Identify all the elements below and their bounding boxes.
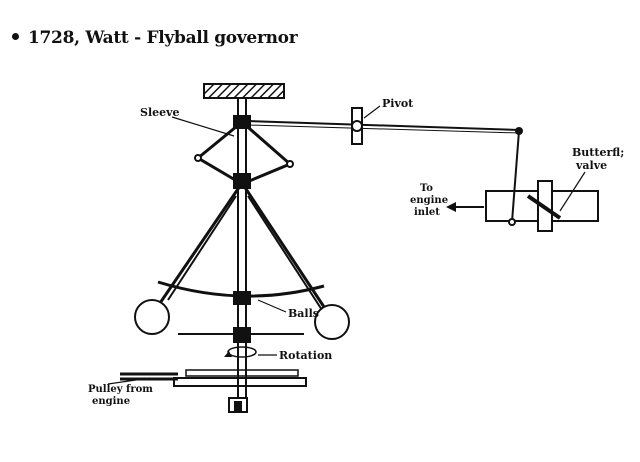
heading-text: 1728, Watt - Flyball governor bbox=[28, 28, 298, 48]
engine-inlet-label-1: To bbox=[420, 183, 433, 194]
pulley-label-2: engine bbox=[92, 396, 130, 407]
sleeve-label: Sleeve bbox=[140, 106, 180, 119]
pulley-wheel bbox=[173, 377, 307, 387]
pulley-label-1: Pulley from bbox=[88, 384, 153, 395]
left-ball-arm bbox=[156, 185, 242, 307]
lever-arm bbox=[247, 120, 520, 131]
right-ball-arm bbox=[242, 185, 332, 317]
rotation-arrow-icon bbox=[227, 346, 257, 358]
base-bearing bbox=[228, 397, 248, 413]
pivot-icon bbox=[351, 120, 363, 132]
butterfly-valve-icon bbox=[526, 194, 562, 220]
left-ball bbox=[134, 299, 170, 335]
pivot-label: Pivot bbox=[382, 97, 414, 110]
rotation-label: Rotation bbox=[279, 349, 332, 362]
top-mount bbox=[203, 83, 285, 99]
page-heading: 1728, Watt - Flyball governor bbox=[12, 28, 298, 48]
right-ball bbox=[314, 304, 350, 340]
butterfly-valve-label-2: valve bbox=[575, 159, 607, 172]
bullet-icon bbox=[12, 33, 19, 40]
engine-inlet-label-3: inlet bbox=[414, 207, 440, 218]
pulley-top bbox=[185, 369, 299, 377]
butterfly-valve-label-1: Butterfl; bbox=[572, 146, 624, 159]
valve-rod bbox=[511, 130, 520, 223]
engine-inlet-label-2: engine bbox=[410, 195, 448, 206]
balls-label: Balls bbox=[288, 307, 319, 320]
